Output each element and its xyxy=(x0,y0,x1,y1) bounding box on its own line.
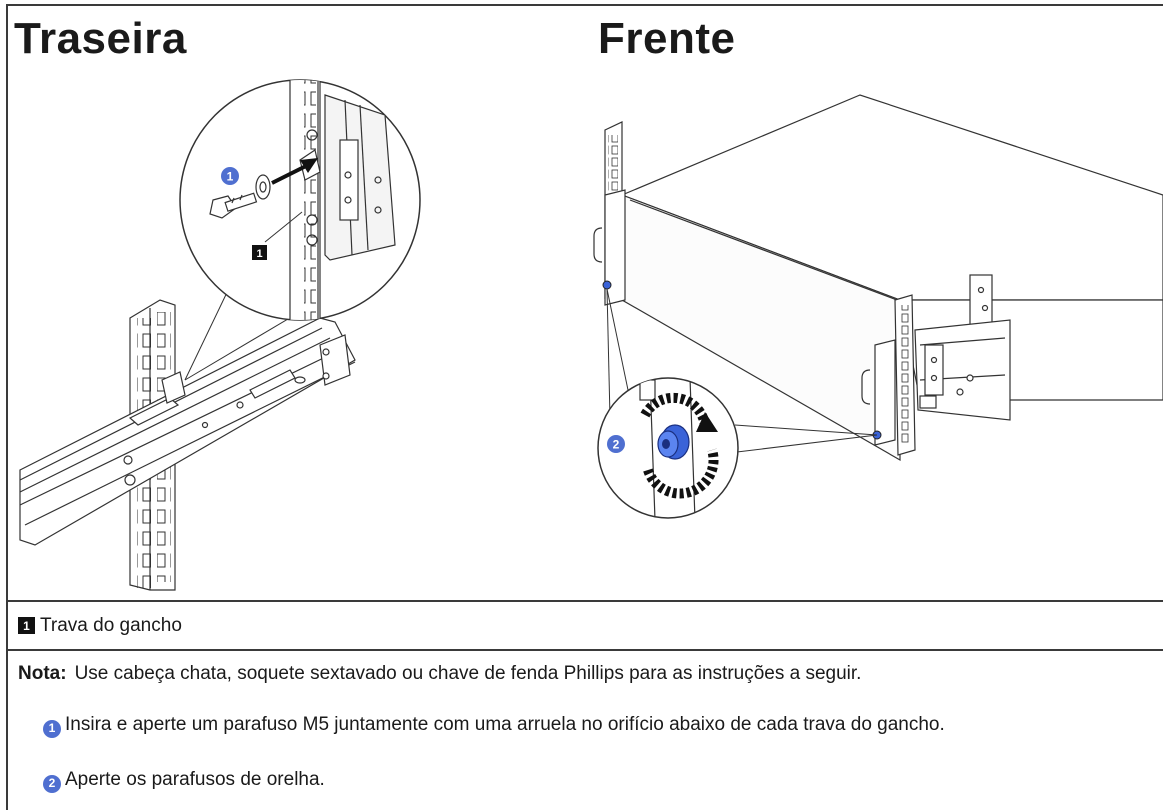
step-1-marker: 1 xyxy=(43,719,61,738)
slide-rail xyxy=(19,317,356,546)
step-1-text: Insira e aperte um parafuso M5 juntament… xyxy=(65,714,945,735)
legend-row: 1 Trava do gancho xyxy=(6,602,1163,651)
step-2-text: Aperte os parafusos de orelha. xyxy=(65,769,325,790)
note: Nota: Use cabeça chata, soquete sextavado… xyxy=(18,663,861,685)
legend-callout-number: 1 xyxy=(18,617,35,634)
note-label: Nota: xyxy=(18,663,67,684)
insert-arrow-icon xyxy=(271,158,318,185)
hook-latch-callout-icon: 1 xyxy=(252,245,267,260)
right-callout-lines xyxy=(606,288,878,456)
svg-text:1: 1 xyxy=(227,170,234,184)
note-text: Use cabeça chata, soquete sextavado ou c… xyxy=(74,663,862,684)
legend-text: Trava do gancho xyxy=(40,614,182,636)
svg-text:1: 1 xyxy=(256,248,262,260)
rack-installation-illustration: 1 2 1 xyxy=(19,79,1163,591)
front-rack-post-right xyxy=(861,294,1011,456)
step-marker-2-icon: 2 xyxy=(607,435,625,453)
instructions-section: Nota: Use cabeça chata, soquete sextavado… xyxy=(6,651,1163,810)
step-2-marker: 2 xyxy=(43,774,61,793)
right-detail-circle xyxy=(597,377,739,519)
rear-panel-title: Traseira xyxy=(14,14,187,63)
step-marker-1-icon: 1 xyxy=(221,167,239,185)
svg-text:2: 2 xyxy=(613,438,620,452)
front-panel-title: Frente xyxy=(598,14,736,63)
left-detail-circle xyxy=(179,79,421,321)
